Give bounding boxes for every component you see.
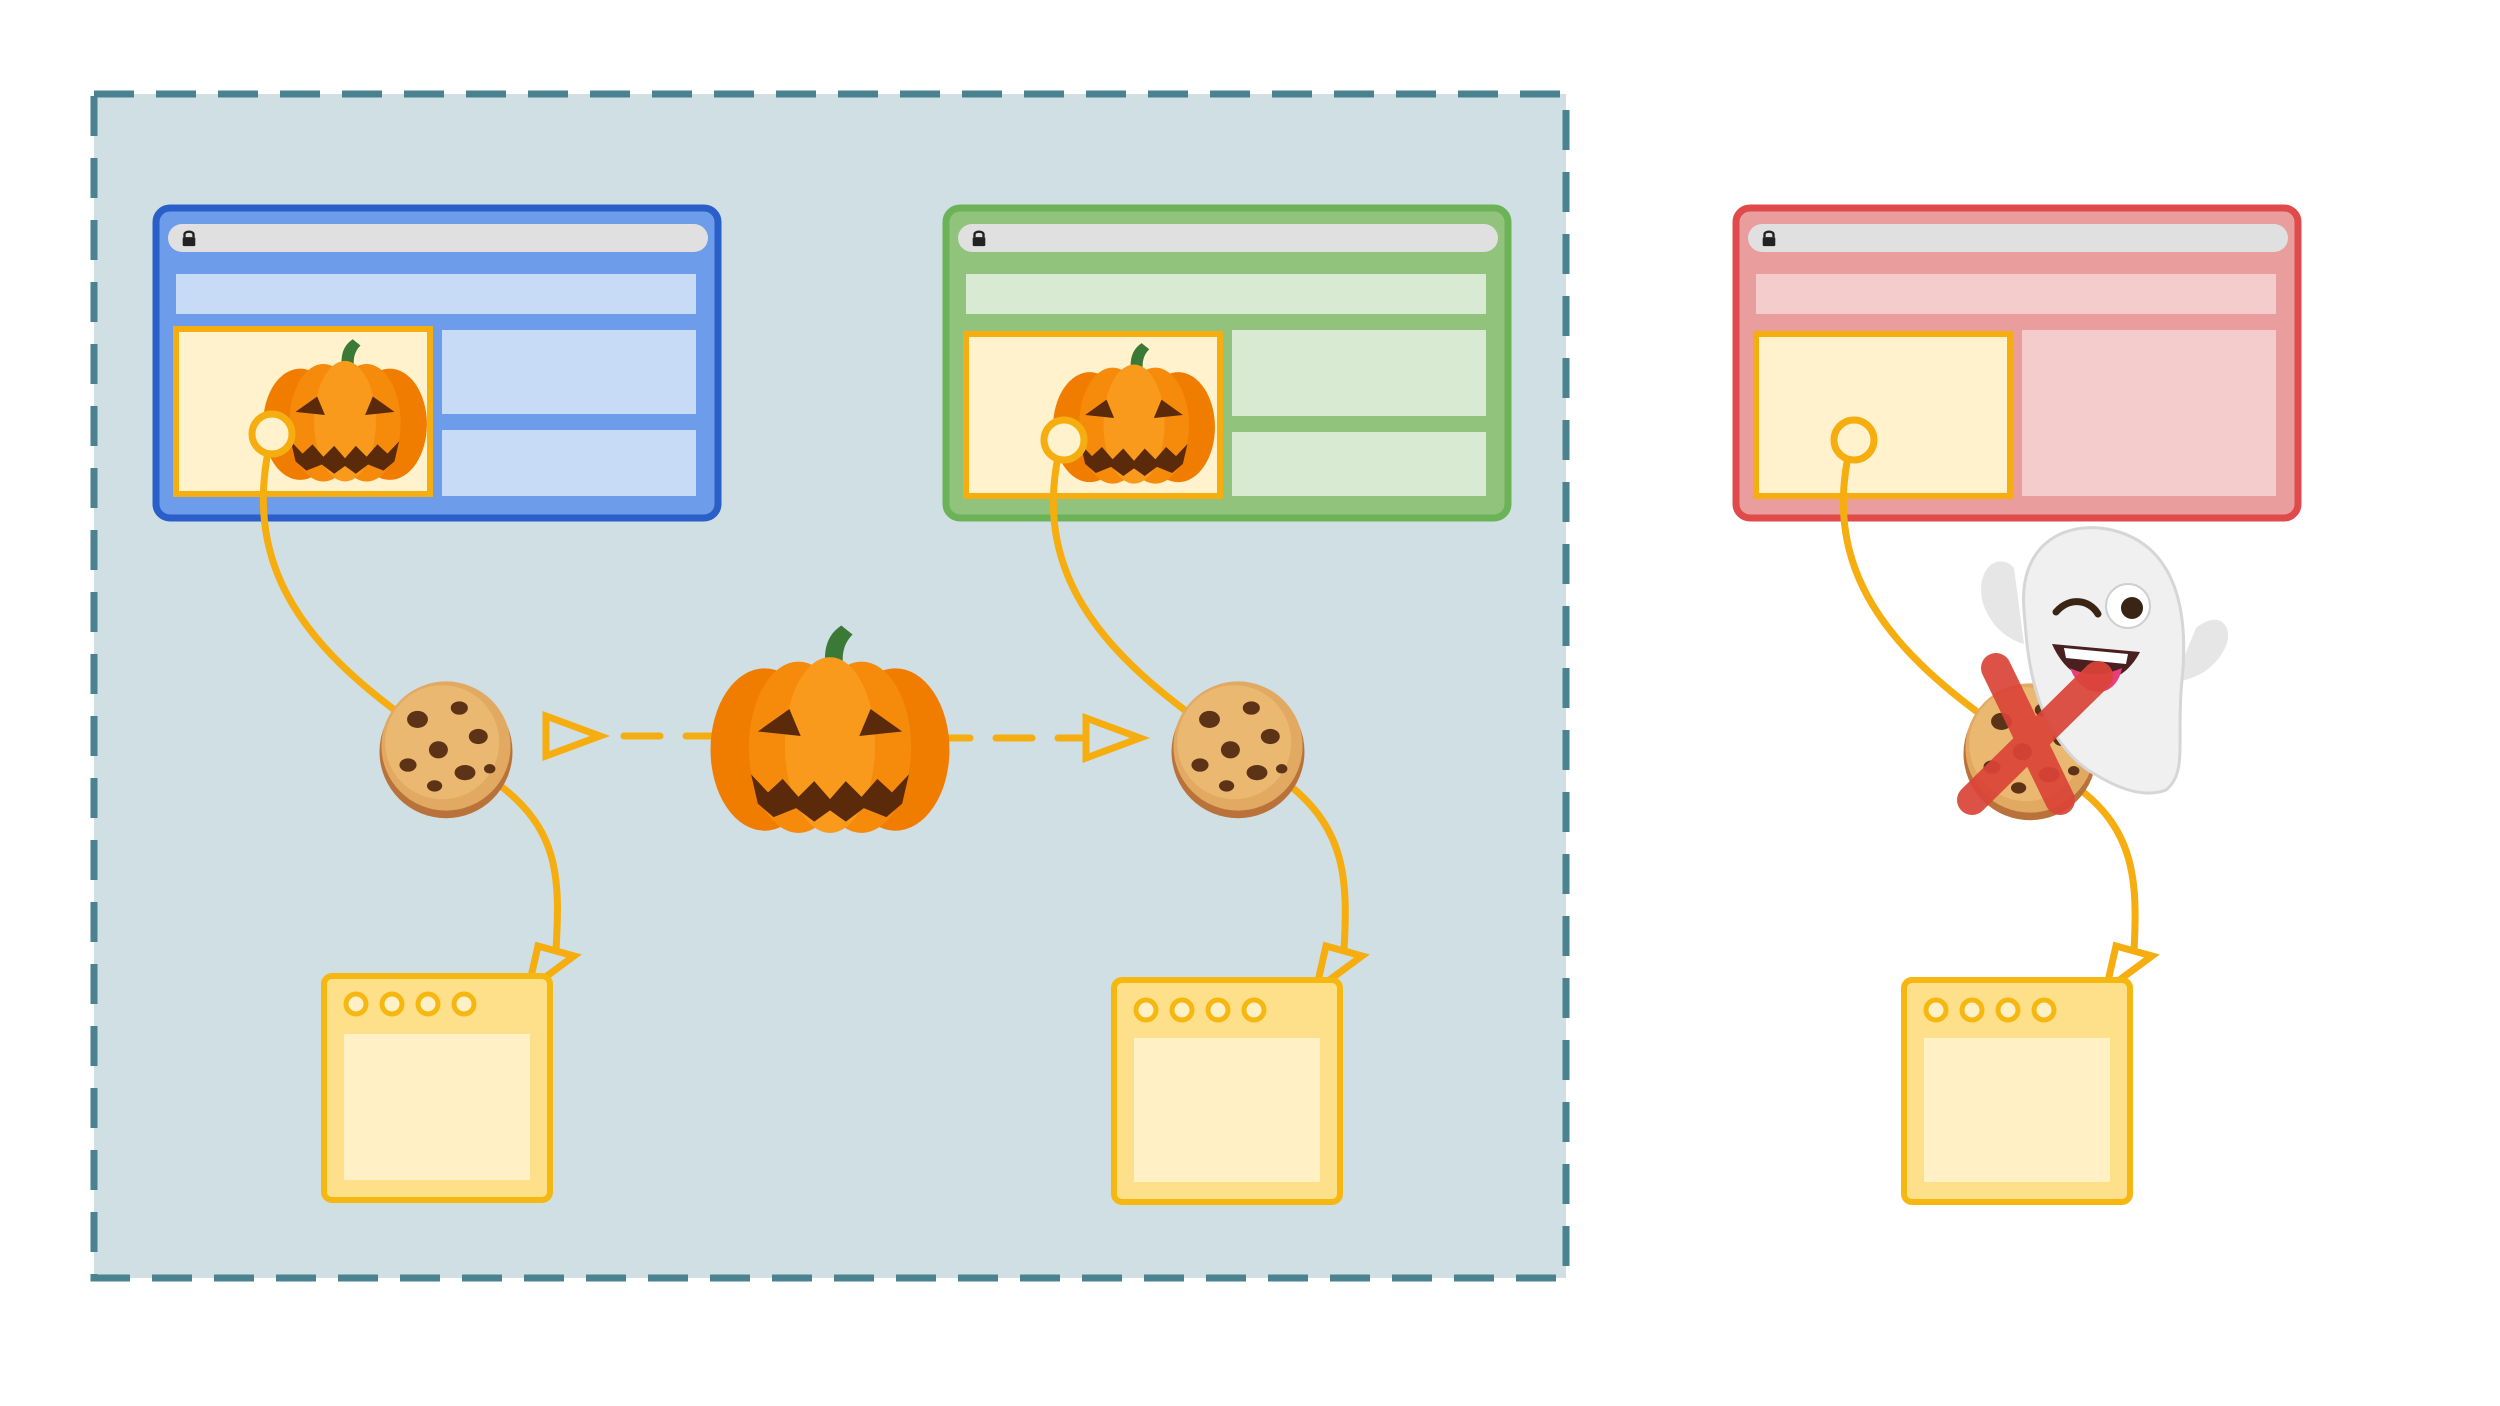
cookie-to-storage-connector: [2074, 784, 2139, 954]
blue-site-window: [152, 204, 722, 522]
cookie-to-storage-connector: [1284, 780, 1349, 954]
cookie-icon: [379, 681, 513, 819]
green-cookie-storage: [1111, 977, 1343, 1205]
content-panel: [2022, 330, 2276, 496]
storage-dot: [1959, 997, 1985, 1023]
red-cookie-storage: [1901, 977, 2133, 1205]
storage-dot: [379, 991, 405, 1017]
embedded-frame: [1753, 331, 2013, 499]
storage-dot: [1169, 997, 1195, 1023]
connectors: [260, 430, 2139, 954]
blue-cookie-storage: [321, 973, 553, 1203]
storage-dot: [1205, 997, 1231, 1023]
cookie-to-storage-connector: [494, 780, 561, 954]
address-bar: [168, 224, 708, 252]
storage-dot: [1995, 997, 2021, 1023]
storage-dot: [2031, 997, 2057, 1023]
arrowhead: [1082, 712, 1151, 764]
frame-to-cookie-connector: [1840, 436, 1984, 718]
storage-dot: [1241, 997, 1267, 1023]
storage-dot: [1133, 997, 1159, 1023]
header-panel: [966, 274, 1486, 314]
storage-dot: [415, 991, 441, 1017]
connector-origin: [1830, 416, 1878, 464]
address-bar: [1748, 224, 2288, 252]
storage-dot: [451, 991, 477, 1017]
storage-dot: [343, 991, 369, 1017]
address-bar: [958, 224, 1498, 252]
header-panel: [176, 274, 696, 314]
content-panel: [442, 330, 696, 414]
storage-dot: [1923, 997, 1949, 1023]
frame-to-cookie-connector: [260, 430, 404, 718]
frame-to-cookie-connector: [1050, 436, 1194, 718]
green-site-window: [942, 204, 1512, 522]
connector-origin: [1040, 416, 1088, 464]
arrowhead: [542, 710, 611, 762]
content-panel: [442, 430, 696, 496]
header-panel: [1756, 274, 2276, 314]
connector-origins: [248, 410, 1878, 464]
cookie-icon: [1171, 681, 1305, 819]
content-panel: [1232, 330, 1486, 416]
red-x-icon: [1957, 653, 2113, 815]
content-panel: [1232, 432, 1486, 496]
connector-origin: [248, 410, 296, 458]
red-site-window: [1732, 204, 2302, 522]
